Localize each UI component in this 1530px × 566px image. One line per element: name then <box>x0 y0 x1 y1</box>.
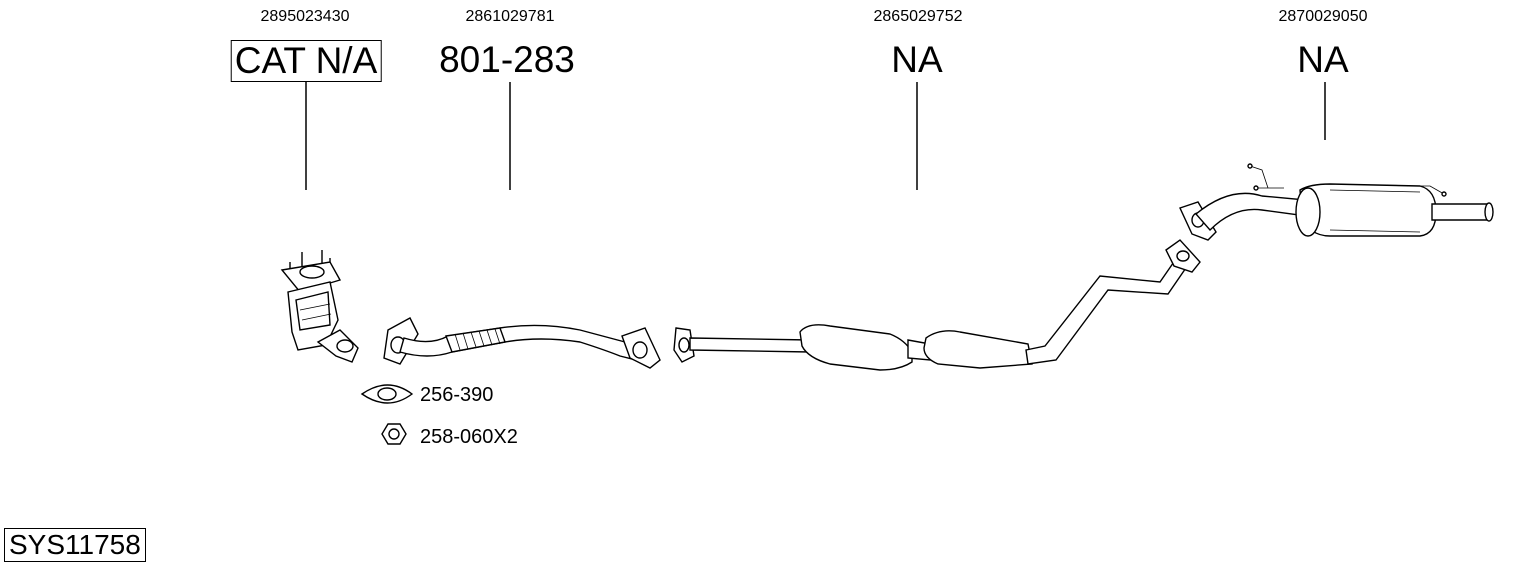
part-number-center-pipe: 2865029752 <box>873 8 963 25</box>
catalyst-drawing[interactable] <box>280 250 359 363</box>
reference-catalyst: CAT N/A <box>230 40 382 82</box>
hex-nut-icon <box>381 423 407 445</box>
reference-rear-muffler: NA <box>1297 39 1349 80</box>
reference-front-pipe: 801-283 <box>439 39 575 80</box>
hardware-label-gasket: 256-390 <box>420 384 494 406</box>
center-pipe-drawing[interactable] <box>673 239 1201 371</box>
part-number-front-pipe: 2861029781 <box>465 8 555 25</box>
system-code: SYS11758 <box>4 528 146 562</box>
gasket-icon <box>360 384 414 404</box>
front-pipe-drawing[interactable] <box>383 317 661 369</box>
hardware-label-nut: 258-060X2 <box>420 426 518 448</box>
rear-muffler-drawing[interactable] <box>1179 163 1494 241</box>
reference-center-pipe: NA <box>891 39 943 80</box>
part-number-rear-muffler: 2870029050 <box>1278 8 1368 25</box>
part-number-catalyst: 2895023430 <box>260 8 350 25</box>
